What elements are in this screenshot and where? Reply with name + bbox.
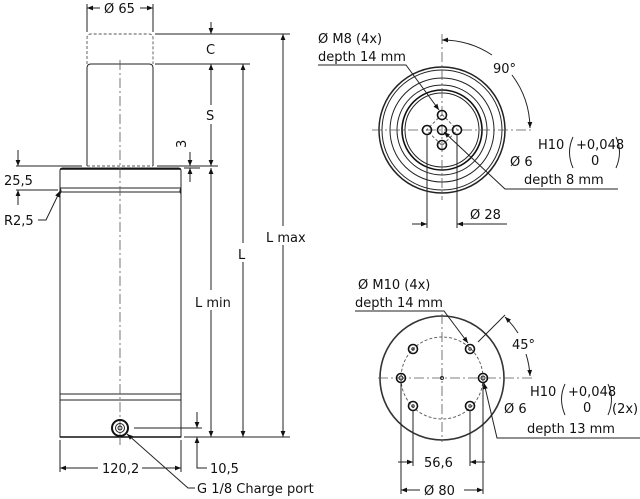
flange-height-label: 25,5: [4, 174, 33, 189]
cylinder-body: [59, 167, 182, 438]
top-pin-diameter-label: Ø 6: [510, 155, 533, 170]
top-tolerance-lower: 0: [591, 154, 599, 169]
side-view: Ø 65 C S 3 L min L L max 25,5 R2,5 120,2…: [4, 2, 314, 497]
top-tolerance-upper: +0,048: [576, 138, 624, 153]
dim-l-label: L: [238, 248, 246, 263]
groove: [59, 187, 182, 195]
charge-port-label: G 1/8 Charge port: [197, 482, 314, 497]
charge-port-icon: [111, 419, 129, 437]
top-angle-label: 90°: [493, 62, 516, 77]
thread-holes-m8: [421, 109, 463, 151]
pin-hole: [436, 124, 448, 136]
port-offset-label: 10,5: [210, 462, 239, 477]
groove-radius-label: R2,5: [4, 214, 34, 229]
bottom-tolerance-lower: 0: [583, 401, 591, 416]
top-tolerance-class: H10: [538, 138, 564, 153]
bottom-bolt-circle-label: Ø 80: [424, 484, 455, 499]
bottom-pin-count: (2x): [612, 402, 638, 417]
bottom-tolerance-upper: +0,048: [568, 385, 616, 400]
dim-lmax-label: L max: [266, 231, 306, 246]
hole-spacing-label: 56,6: [424, 456, 453, 471]
bottom-pin-diameter-label: Ø 6: [504, 402, 527, 417]
dim-s-label: S: [206, 109, 214, 124]
bottom-thread-label: Ø M10 (4x): [358, 278, 430, 293]
bottom-angle-label: 45°: [512, 338, 535, 353]
bottom-pin-depth-label: depth 13 mm: [527, 422, 615, 437]
thread-holes-m10: [407, 343, 476, 412]
dim-3-label: 3: [175, 140, 190, 148]
top-view: Ø 28 90° Ø M8 (4x) depth 14 mm Ø 6 H10 +…: [318, 32, 624, 228]
top-bolt-circle-label: Ø 28: [470, 208, 501, 223]
rod-diameter-label: Ø 65: [104, 2, 135, 17]
bottom-tolerance-class: H10: [530, 385, 556, 400]
extended-rod-outline: [86, 33, 154, 64]
bottom-view: 56,6 Ø 80 45° Ø M10 (4x) depth 14 mm Ø 6…: [355, 278, 640, 499]
body-diameter-label: 120,2: [102, 462, 139, 477]
dim-c-label: C: [206, 43, 215, 58]
top-thread-label: Ø M8 (4x): [318, 32, 382, 47]
bottom-thread-depth-label: depth 14 mm: [355, 296, 443, 311]
dim-lmin-label: L min: [195, 296, 231, 311]
top-thread-depth-label: depth 14 mm: [318, 50, 406, 65]
top-pin-depth-label: depth 8 mm: [524, 173, 604, 188]
